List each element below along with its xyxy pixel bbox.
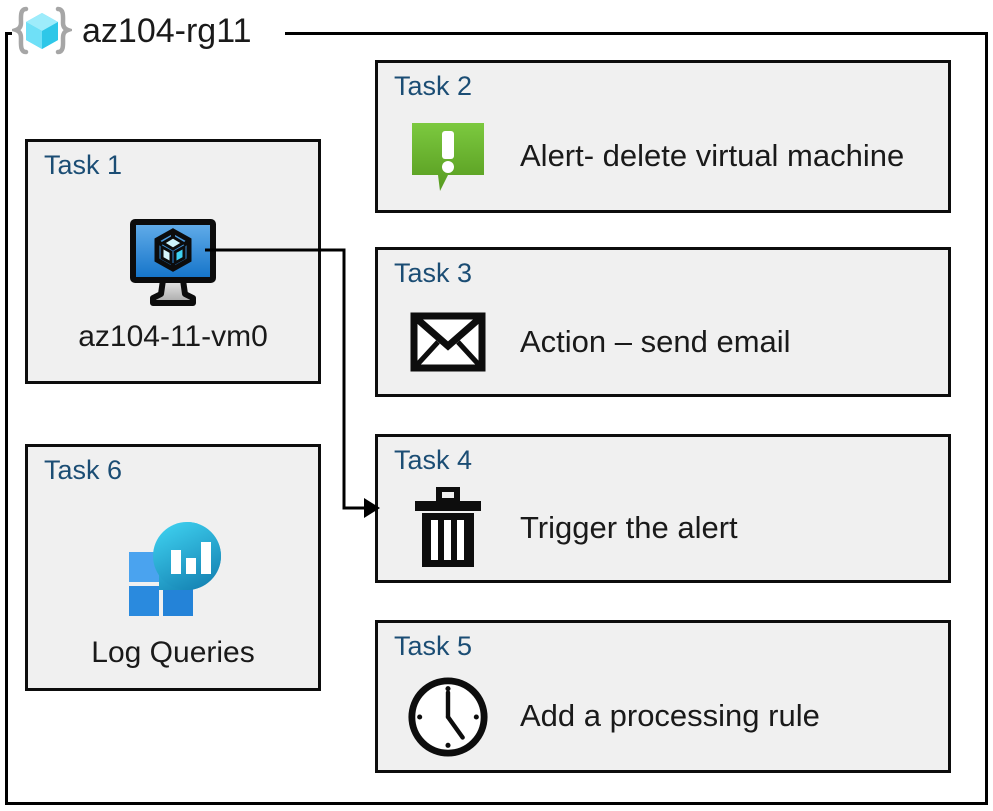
resource-group-title: az104-rg11 — [82, 12, 252, 50]
card-task4[interactable]: Task 4 Trigger the alert — [375, 434, 951, 583]
task5-label: Task 5 — [394, 631, 473, 661]
resource-group-header: az104-rg11 — [12, 2, 262, 60]
envelope-icon — [410, 312, 486, 372]
clock-icon — [408, 676, 488, 757]
task1-label: Task 1 — [44, 150, 123, 180]
task2-text: Alert- delete virtual machine — [520, 138, 905, 174]
card-task5[interactable]: Task 5 Add a processing rule — [375, 620, 951, 773]
task4-text: Trigger the alert — [520, 510, 738, 546]
task2-label: Task 2 — [394, 71, 473, 101]
task6-text: Log Queries — [91, 636, 255, 669]
frame-border-left — [5, 32, 8, 805]
card-task1[interactable]: Task 1 — [25, 139, 321, 384]
task4-label: Task 4 — [394, 445, 473, 475]
task4-icon-slot — [406, 486, 490, 571]
trash-can-icon — [415, 486, 481, 567]
card-task3[interactable]: Task 3 Action – send email — [375, 247, 951, 397]
task5-icon-slot — [406, 674, 490, 760]
task3-text: Action – send email — [520, 323, 791, 359]
task3-icon-slot — [406, 312, 490, 372]
card-task6[interactable]: Task 6 Log Queries — [25, 444, 321, 691]
task2-icon-slot — [406, 119, 490, 195]
task1-text: az104-11-vm0 — [78, 320, 268, 353]
virtual-machine-icon — [130, 219, 216, 306]
task3-label: Task 3 — [394, 258, 473, 288]
task5-text: Add a processing rule — [520, 698, 820, 734]
log-queries-icon — [129, 522, 221, 616]
frame-border-top-right — [285, 32, 988, 35]
frame-border-bottom — [5, 802, 988, 805]
card-task2[interactable]: Task 2 Alert- delete virtual machine — [375, 60, 951, 213]
frame-border-right — [985, 32, 988, 805]
alert-speech-bubble-icon — [412, 122, 484, 191]
azure-resource-group-icon — [12, 6, 72, 55]
task6-label: Task 6 — [44, 455, 123, 485]
